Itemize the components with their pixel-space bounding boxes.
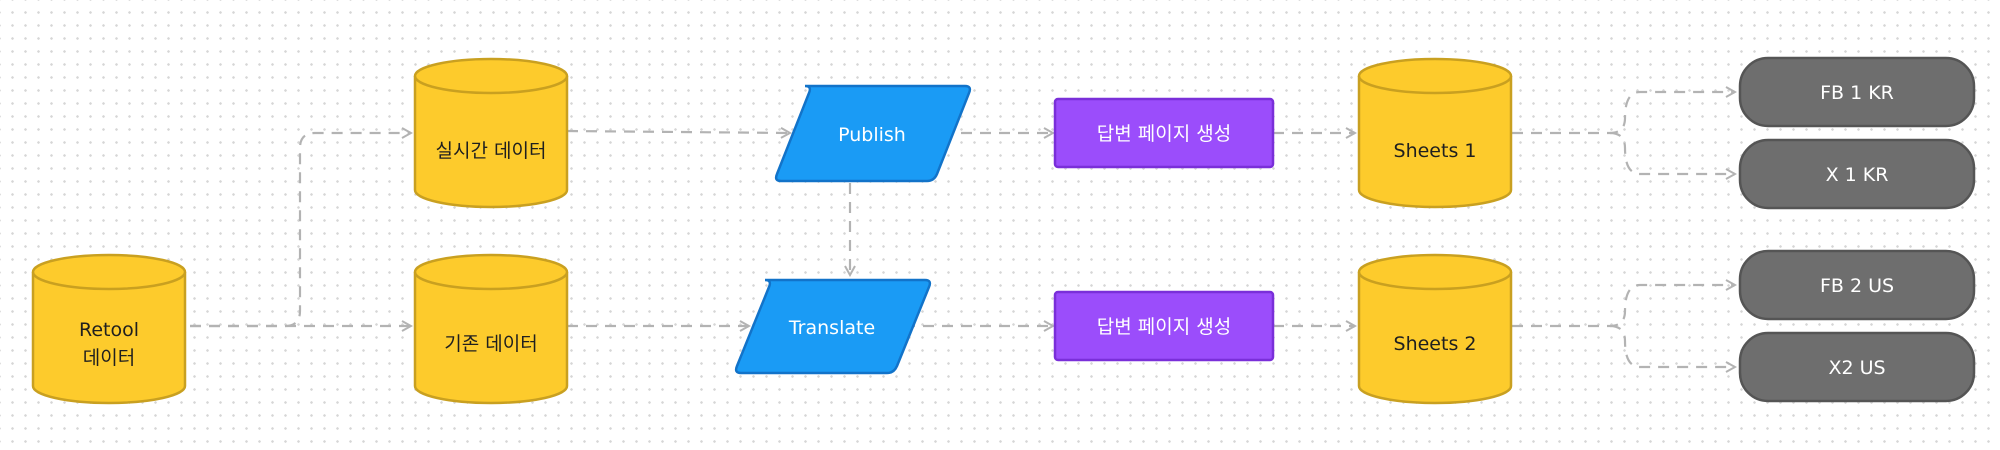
sheets1-database-node[interactable]: Sheets 1 [1357, 57, 1513, 209]
database-cylinder-top [413, 253, 569, 291]
parallelogram-shape [774, 84, 972, 183]
database-cylinder-body [413, 76, 569, 209]
database-cylinder-body [31, 272, 187, 405]
x2us-label: X2 US [1828, 357, 1885, 379]
database-cylinder-body [1357, 272, 1513, 405]
translate-process-node[interactable]: Translate [734, 278, 932, 375]
realtime-data-database-node[interactable]: 실시간 데이터 [413, 57, 569, 209]
output-pill [1738, 138, 1976, 210]
answer-page-bottom-label: 답변 페이지 생성 [1097, 316, 1231, 338]
edge-realtime-to-publish [566, 131, 790, 133]
output-pill [1738, 56, 1976, 128]
edge-sheets1-to-x1kr [1609, 131, 1735, 174]
x1kr-label: X 1 KR [1826, 164, 1889, 186]
sheets2-label: Sheets 2 [1394, 333, 1477, 355]
answer-page-bottom-node[interactable]: 답변 페이지 생성 [1053, 290, 1275, 362]
answer-page-top-label: 답변 페이지 생성 [1097, 123, 1231, 145]
realtime-data-label: 실시간 데이터 [436, 140, 547, 162]
process-rectangle [1053, 290, 1275, 362]
output-pill [1738, 331, 1976, 403]
output-pill [1738, 249, 1976, 321]
answer-page-top-node[interactable]: 답변 페이지 생성 [1053, 97, 1275, 169]
output-x2us-node[interactable]: X2 US [1738, 331, 1976, 403]
edge-sheets2-to-x2us [1609, 324, 1735, 367]
translate-label: Translate [788, 317, 875, 339]
fb1kr-label: FB 1 KR [1820, 82, 1894, 104]
retool-label-line1: Retool [79, 319, 139, 341]
publish-label: Publish [838, 124, 906, 146]
database-cylinder-top [1357, 253, 1513, 291]
existing-data-database-node[interactable]: 기존 데이터 [413, 253, 569, 405]
publish-process-node[interactable]: Publish [774, 84, 972, 183]
edge-sheets1-to-fb1kr [1512, 92, 1735, 135]
edge-sheets2-to-fb2us [1512, 285, 1735, 328]
database-cylinder-body [1357, 76, 1513, 209]
sheets2-database-node[interactable]: Sheets 2 [1357, 253, 1513, 405]
retool-label-line2: 데이터 [83, 347, 135, 369]
existing-data-label: 기존 데이터 [444, 333, 537, 355]
sheets1-label: Sheets 1 [1394, 140, 1477, 162]
database-cylinder-body [413, 272, 569, 405]
edge-retool-to-realtime [190, 133, 411, 328]
edges [190, 92, 1735, 367]
parallelogram-shape [734, 278, 932, 375]
output-x1kr-node[interactable]: X 1 KR [1738, 138, 1976, 210]
database-cylinder-top [1357, 57, 1513, 95]
process-rectangle [1053, 97, 1275, 169]
output-fb1kr-node[interactable]: FB 1 KR [1738, 56, 1976, 128]
retool-database-node[interactable]: Retool 데이터 [31, 253, 187, 405]
fb2us-label: FB 2 US [1820, 275, 1894, 297]
database-cylinder-top [413, 57, 569, 95]
output-fb2us-node[interactable]: FB 2 US [1738, 249, 1976, 321]
database-cylinder-top [31, 253, 187, 291]
